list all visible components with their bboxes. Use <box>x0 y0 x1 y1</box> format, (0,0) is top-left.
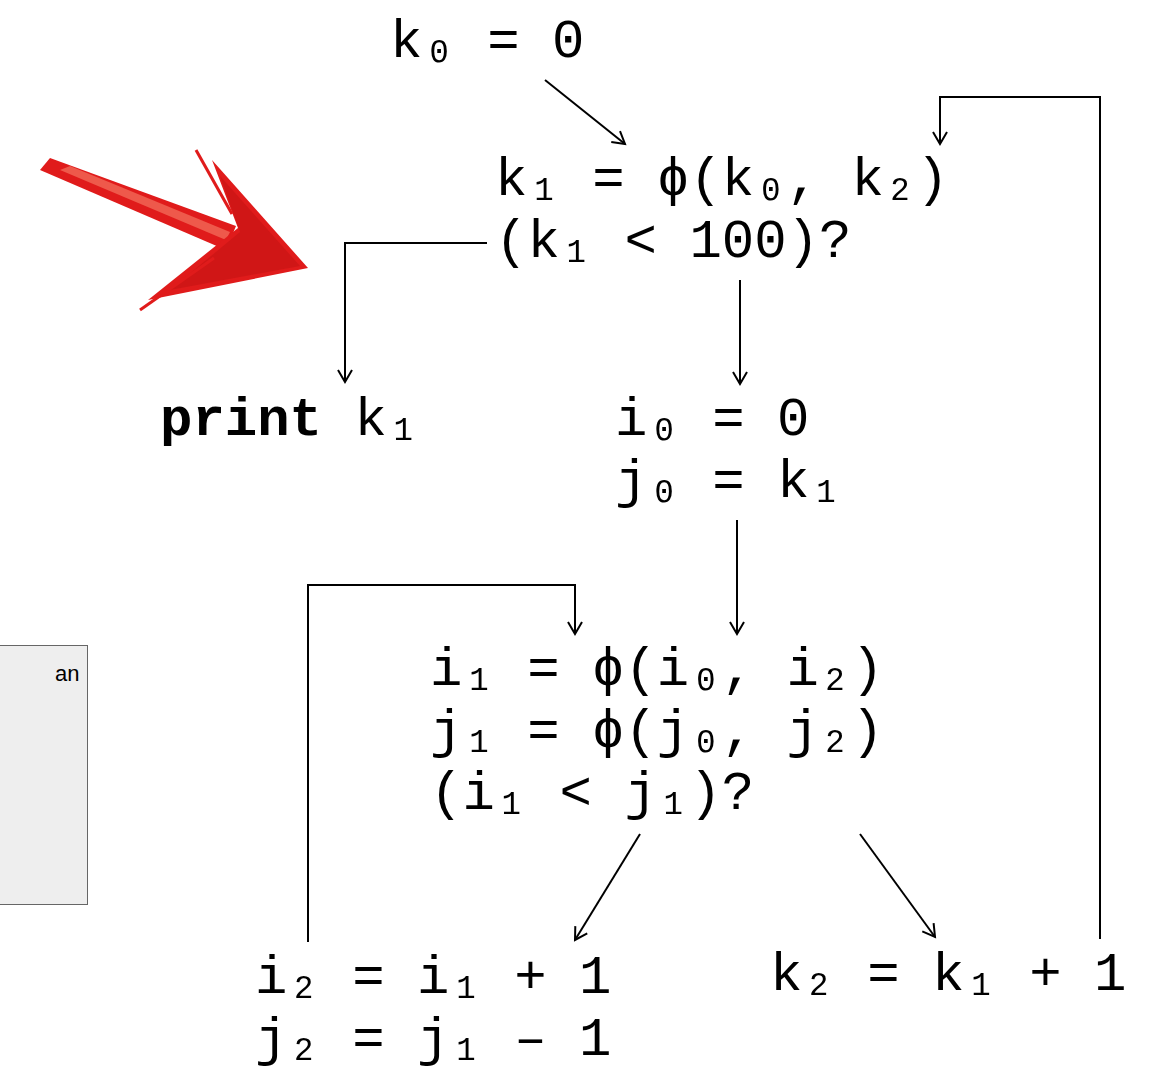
brush-stroke <box>140 258 214 310</box>
code-line: k₁ = ϕ(k₀, k₂) <box>495 150 949 212</box>
basic-block: k₁ = ϕ(k₀, k₂)(k₁ < 100)? <box>495 150 949 274</box>
code-line: (k₁ < 100)? <box>495 212 949 274</box>
basic-block: i₀ = 0j₀ = k₁ <box>615 390 842 514</box>
basic-block: i₂ = i₁ + 1j₂ = j₁ – 1 <box>255 948 611 1072</box>
code-line: (i₁ < j₁)? <box>430 764 884 826</box>
code-line: j₁ = ϕ(j₀, j₂) <box>430 702 884 764</box>
arrow-head <box>148 160 308 300</box>
brush-stroke <box>170 176 300 290</box>
cfg-edge <box>940 97 1100 939</box>
cfg-edge <box>860 834 935 937</box>
brush-stroke <box>196 150 232 214</box>
code-line: j₂ = j₁ – 1 <box>255 1010 611 1072</box>
cfg-edge <box>545 80 625 144</box>
keyword: print <box>160 390 322 452</box>
basic-block: k₂ = k₁ + 1 <box>770 945 1126 1007</box>
code-line: k₁ <box>354 390 419 452</box>
cfg-edge <box>345 243 487 382</box>
cfg-edge <box>575 834 640 940</box>
code-line: i₀ = 0 <box>615 390 842 452</box>
code-line: i₁ = ϕ(i₀, i₂) <box>430 640 884 702</box>
brush-stroke <box>60 166 230 240</box>
cfg-edge <box>739 280 741 384</box>
cfg-edge <box>736 520 738 634</box>
pointer-arrow <box>40 150 308 310</box>
basic-block: print k₁ <box>160 390 419 452</box>
code-line: k₂ = k₁ + 1 <box>770 945 1126 1007</box>
code-line: k₀ = 0 <box>390 12 584 74</box>
basic-block: i₁ = ϕ(i₀, i₂)j₁ = ϕ(j₀, j₂)(i₁ < j₁)? <box>430 640 884 826</box>
cfg-edge <box>308 585 575 942</box>
note-panel: an <box>0 645 88 905</box>
basic-block: k₀ = 0 <box>390 12 584 74</box>
code-line: i₂ = i₁ + 1 <box>255 948 611 1010</box>
code-line: j₀ = k₁ <box>615 452 842 514</box>
note-text: an <box>55 660 81 688</box>
